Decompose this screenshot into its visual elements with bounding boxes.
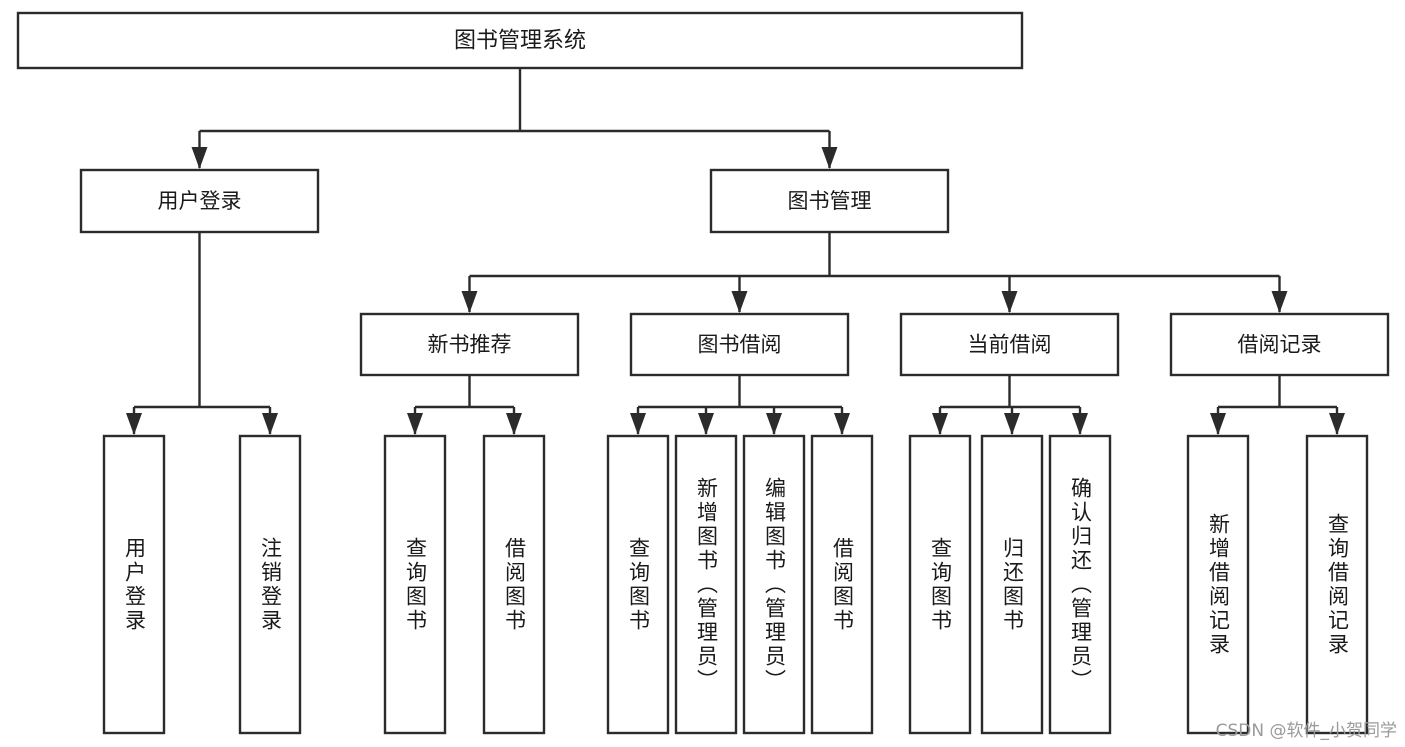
node-leaf-0[interactable] [102,434,166,735]
node-level2-1[interactable] [709,168,950,234]
edges-layer [126,68,1345,435]
node-level2-label: 图书管理 [788,189,872,213]
arrow-head-icon [1072,413,1088,435]
node-leaf-3[interactable] [482,434,546,735]
node-level2-0[interactable] [79,168,320,234]
node-level3-label: 新书推荐 [428,333,512,357]
arrow-head-icon [834,413,850,435]
node-level3-label: 借阅记录 [1238,333,1322,357]
arrow-head-icon [1329,413,1345,435]
node-leaf-7[interactable] [810,434,874,735]
arrow-head-icon [262,413,278,435]
node-leaf-8[interactable] [908,434,972,735]
arrow-head-icon [1210,413,1226,435]
node-leaf-1[interactable] [238,434,302,735]
arrow-head-icon [1271,291,1288,313]
node-level3-label: 图书借阅 [698,333,782,357]
node-level3-2[interactable] [899,312,1120,377]
node-level3-0[interactable] [359,312,580,377]
arrow-head-icon [731,291,748,313]
arrow-head-icon [126,413,142,435]
node-leaf-9[interactable] [980,434,1044,735]
arrow-head-icon [630,413,646,435]
node-level3-label: 当前借阅 [968,333,1052,357]
node-leaf-10[interactable] [1048,434,1112,735]
boxes-layer [16,11,1390,735]
node-leaf-12[interactable] [1305,434,1369,735]
node-root-label: 图书管理系统 [454,29,586,54]
watermark: CSDN @软件_小贺同学 [1215,721,1397,741]
node-level3-1[interactable] [629,312,850,377]
arrow-head-icon [821,147,838,169]
node-leaf-11[interactable] [1186,434,1250,735]
node-leaf-6[interactable] [742,434,806,735]
arrow-head-icon [698,413,714,435]
arrow-head-icon [461,291,478,313]
node-leaf-4[interactable] [606,434,670,735]
node-level3-3[interactable] [1169,312,1390,377]
arrow-head-icon [407,413,423,435]
arrow-head-icon [191,147,208,169]
node-leaf-2[interactable] [383,434,447,735]
node-level2-label: 用户登录 [158,189,242,213]
arrow-head-icon [932,413,948,435]
arrow-head-icon [766,413,782,435]
arrow-head-icon [1004,413,1020,435]
arrow-head-icon [1001,291,1018,313]
node-root[interactable] [16,11,1024,70]
node-leaf-5[interactable] [674,434,738,735]
arrow-head-icon [506,413,522,435]
